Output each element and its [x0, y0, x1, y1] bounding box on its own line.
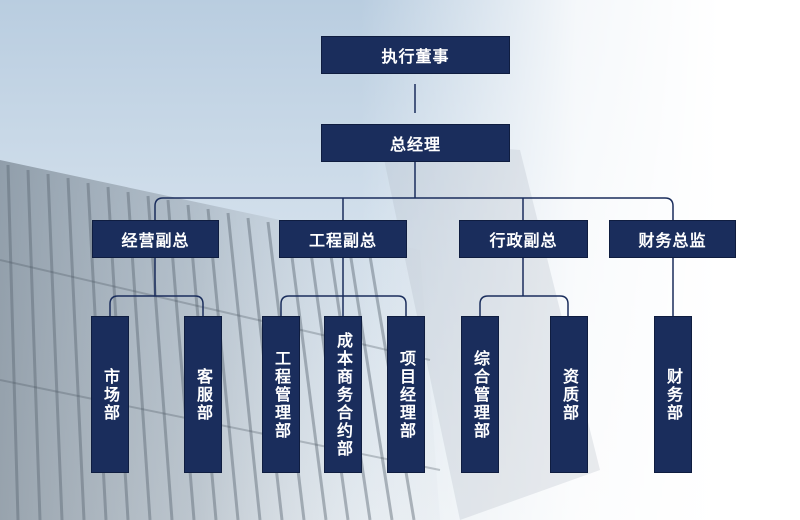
- executive-director-box: 执行董事: [321, 36, 510, 74]
- dept-customer-service-box: 客服部: [184, 316, 222, 473]
- deputy-administration-box: 行政副总: [459, 220, 588, 258]
- dept-general-admin-box: 综合管理部: [461, 316, 499, 473]
- dept-qualification-box: 资质部: [550, 316, 588, 473]
- general-manager-box: 总经理: [321, 124, 510, 162]
- finance-director-box: 财务总监: [609, 220, 736, 258]
- dept-marketing-box: 市场部: [91, 316, 129, 473]
- dept-project-manager-box: 项目经理部: [387, 316, 425, 473]
- deputy-operations-box: 经营副总: [92, 220, 219, 258]
- deputy-engineering-box: 工程副总: [279, 220, 407, 258]
- dept-engineering-management-box: 工程管理部: [262, 316, 300, 473]
- dept-finance-box: 财务部: [654, 316, 692, 473]
- dept-cost-contract-box: 成本商务合约部: [324, 316, 362, 473]
